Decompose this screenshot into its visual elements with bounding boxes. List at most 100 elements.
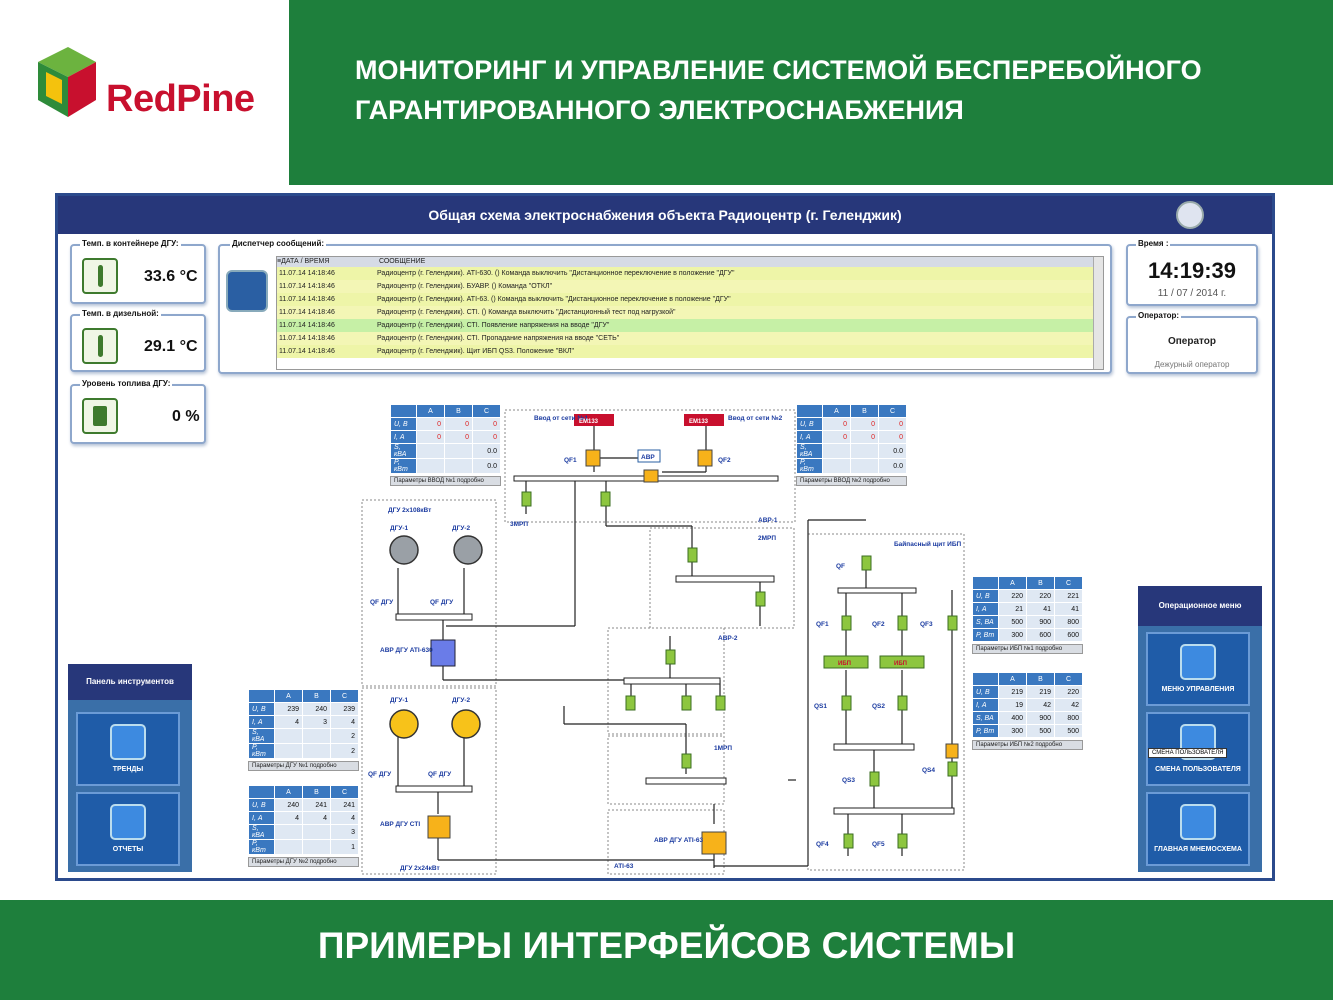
one-line-diagram: Ввод от сети №1 Ввод от сети №2 QF1 QF2 … [361, 409, 965, 875]
reports-button[interactable]: ОТЧЕТЫ [76, 792, 180, 866]
value-cell: 0.0 [878, 458, 907, 474]
label-qf-dgu-3: QF ДГУ [368, 771, 392, 778]
value-cell: 1 [330, 839, 359, 855]
message-datetime: 11.07.14 14:18:46 [279, 348, 335, 355]
label-dgu-big: ДГУ 2х108кВт [388, 507, 431, 514]
reports-label: ОТЧЕТЫ [112, 846, 144, 853]
em133-label-2: EM133 [689, 419, 709, 425]
message-text: Радиоцентр (г. Геленджик). СТI. Пропадан… [377, 335, 620, 342]
main-diagram-button[interactable]: ГЛАВНАЯ МНЕМОСХЕМА [1146, 792, 1250, 866]
value-cell: 0.0 [472, 443, 501, 459]
fuel-level-value: 0 % [172, 408, 200, 425]
details-button[interactable]: Параметры ИБП №1 подробно [972, 644, 1083, 654]
row-label: U, В [248, 702, 275, 716]
message-text: Радиоцентр (г. Геленджик). БУАВР. () Ком… [377, 283, 553, 290]
header-cell: C [1054, 672, 1083, 686]
value-cell: 219 [998, 685, 1027, 699]
message-text: Радиоцентр (г. Геленджик). ATI-630. () К… [377, 270, 735, 277]
label-qf1: QF1 [564, 457, 577, 464]
details-button[interactable]: Параметры ИБП №2 подробно [972, 740, 1083, 750]
header-cell: A [822, 404, 851, 418]
operational-menu: Операционное меню МЕНЮ УПРАВЛЕНИЯ СМЕНА … [1138, 586, 1262, 872]
label-1mrp: 1МРП [714, 745, 732, 752]
value-cell [822, 458, 851, 474]
tools-panel: Панель инструментов ТРЕНДЫ ОТЧЕТЫ [68, 664, 192, 872]
control-menu-button[interactable]: МЕНЮ УПРАВЛЕНИЯ [1146, 632, 1250, 706]
label-avr-ati63: АВР ДГУ ATI-63 [654, 837, 703, 844]
thermometer-icon [82, 328, 118, 364]
value-cell: 600 [1054, 628, 1083, 642]
details-button[interactable]: Параметры ДГУ №2 подробно [248, 857, 359, 867]
details-button[interactable]: Параметры ВВОД №1 подробно [390, 476, 501, 486]
temp-diesel-group: Темп. в дизельной: 29.1 °C [70, 309, 206, 372]
label-dgu2-a: ДГУ-2 [452, 525, 471, 532]
dispatcher-group: Диспетчер сообщений: ≡ДАТА / ВРЕМЯ СООБЩ… [218, 239, 1112, 374]
logo [28, 42, 278, 122]
details-button[interactable]: Параметры ДГУ №1 подробно [248, 761, 359, 771]
tools-panel-title: Панель инструментов [68, 664, 192, 700]
label-vvod1: Ввод от сети №1 [534, 415, 589, 422]
label-qf-dgu-1: QF ДГУ [370, 599, 394, 606]
value-cell: 4 [274, 811, 303, 825]
value-cell: 239 [330, 702, 359, 716]
operator-role: Дежурный оператор [1154, 360, 1230, 369]
time-group: Время : 14:19:39 11 / 07 / 2014 г. [1126, 239, 1258, 306]
message-log-icon[interactable] [226, 270, 268, 312]
value-cell: 0.0 [878, 443, 907, 459]
clock-date: 11 / 07 / 2014 г. [1157, 288, 1227, 299]
row-label: S, ВА [972, 711, 999, 725]
power-icon [1180, 644, 1216, 680]
value-cell: 0 [822, 417, 851, 431]
operator-name[interactable]: Оператор [1167, 336, 1217, 347]
time-label: Время : [1136, 239, 1171, 248]
trends-button[interactable]: ТРЕНДЫ [76, 712, 180, 786]
value-cell: 500 [1054, 724, 1083, 738]
ibp-label-2: ИБП [894, 661, 907, 667]
value-cell: 2 [330, 728, 359, 744]
scada-screen: Общая схема электроснабжения объекта Рад… [55, 193, 1275, 881]
footer-title: ПРИМЕРЫ ИНТЕРФЕЙСОВ СИСТЕМЫ [317, 925, 1016, 966]
value-cell: 0 [444, 430, 473, 444]
change-user-label: СМЕНА ПОЛЬЗОВАТЕЛЯ [1155, 766, 1241, 773]
emblem-icon [1176, 201, 1204, 229]
value-cell: 41 [1026, 602, 1055, 616]
value-cell: 600 [1026, 628, 1055, 642]
details-button[interactable]: Параметры ВВОД №2 подробно [796, 476, 907, 486]
label-qf1-ibp: QF1 [816, 621, 829, 628]
value-cell: 3 [302, 715, 331, 729]
qf-breakers [427, 449, 727, 855]
message-list[interactable]: ≡ДАТА / ВРЕМЯ СООБЩЕНИЕ 11.07.14 14:18:4… [276, 256, 1104, 370]
ati630-switch [430, 639, 456, 667]
row-label: P, кВт [248, 743, 275, 759]
clock-time: 14:19:39 [1147, 258, 1237, 283]
label-qf: QF [836, 563, 845, 570]
logo-text: RedPine [106, 78, 255, 120]
row-label: P, кВт [248, 839, 275, 855]
label-avr-ati630: АВР ДГУ ATI-630 [380, 647, 433, 654]
trends-icon [110, 724, 146, 760]
message-datetime: 11.07.14 14:18:46 [279, 322, 335, 329]
row-label: P, Вт [972, 628, 999, 642]
message-scrollbar[interactable] [1093, 257, 1103, 369]
label-avr-cti: АВР ДГУ CTI [380, 821, 420, 828]
diagram-labels: Ввод от сети №1 Ввод от сети №2 QF1 QF2 … [368, 415, 962, 872]
generators-large [389, 535, 483, 565]
message-text: Радиоцентр (г. Геленджик). СТI. () Коман… [377, 309, 676, 316]
avr-box [637, 449, 661, 463]
compass-icon [1180, 804, 1216, 840]
generators-small [389, 709, 481, 739]
label-bypass: Байпасный щит ИБП [894, 540, 962, 548]
